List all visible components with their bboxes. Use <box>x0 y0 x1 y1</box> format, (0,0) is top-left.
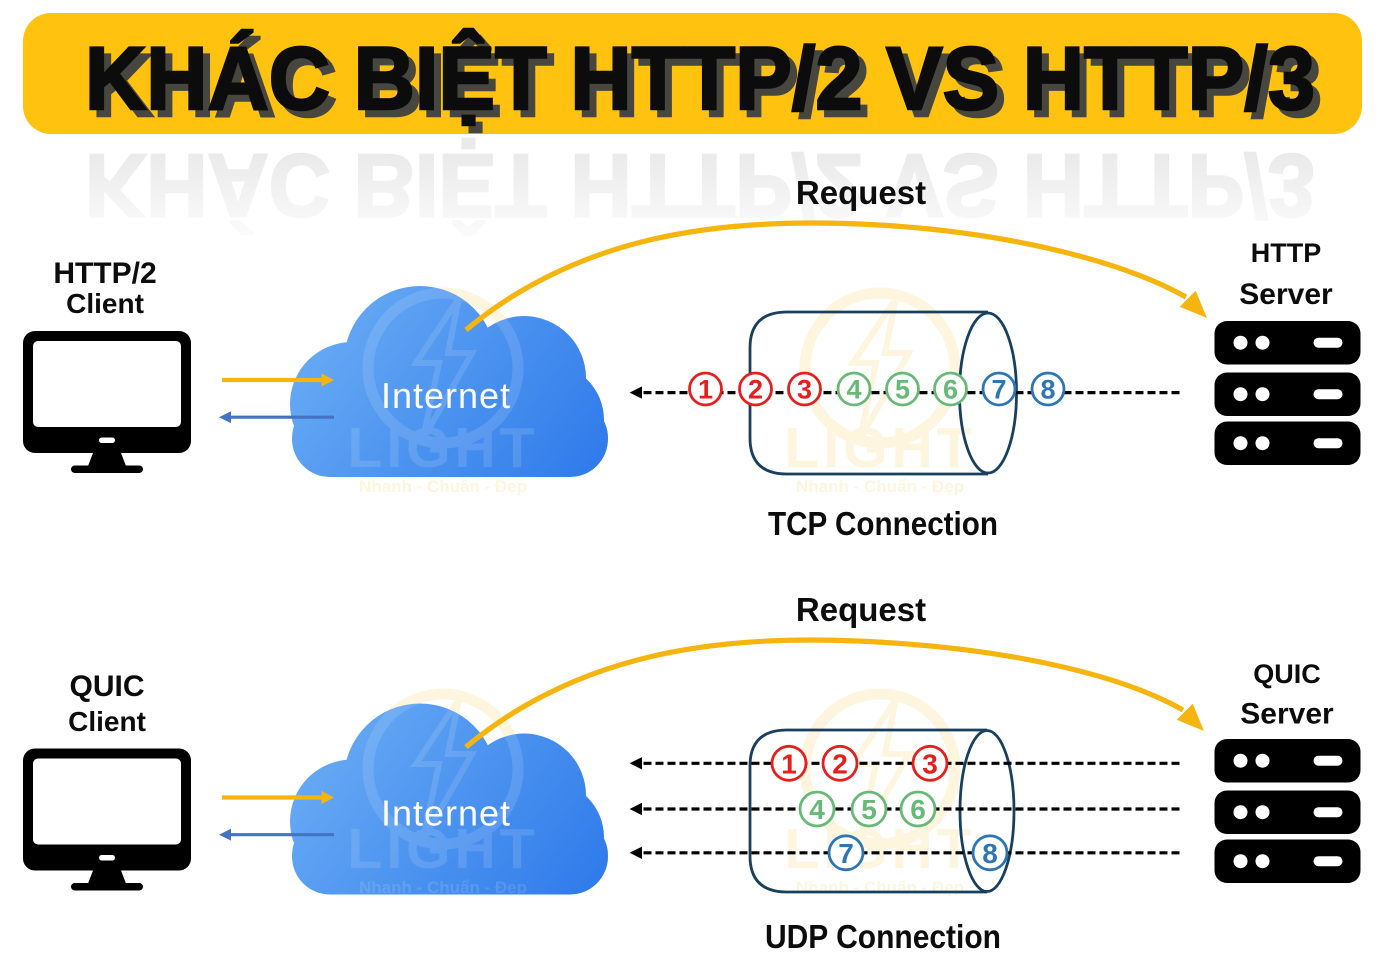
svg-text:5: 5 <box>861 794 877 825</box>
svg-text:4: 4 <box>846 375 861 405</box>
svg-text:6: 6 <box>943 375 958 405</box>
svg-text:1: 1 <box>781 748 797 779</box>
svg-text:Request: Request <box>796 591 926 628</box>
svg-text:8: 8 <box>1040 375 1055 405</box>
svg-text:QUIC: QUIC <box>1253 659 1321 689</box>
svg-text:3: 3 <box>797 375 812 405</box>
svg-text:6: 6 <box>910 794 926 825</box>
svg-text:KHÁC BIỆT HTTP/2 VS HTTP/3: KHÁC BIỆT HTTP/2 VS HTTP/3 <box>85 136 1315 236</box>
svg-text:QUIC: QUIC <box>70 670 145 703</box>
svg-text:TCP Connection: TCP Connection <box>768 505 998 542</box>
svg-text:3: 3 <box>922 748 938 779</box>
svg-text:Request: Request <box>796 174 926 211</box>
svg-text:KHÁC BIỆT HTTP/2 VS HTTP/3: KHÁC BIỆT HTTP/2 VS HTTP/3 <box>92 35 1322 135</box>
svg-text:KHÁC BIỆT HTTP/2 VS HTTP/3: KHÁC BIỆT HTTP/2 VS HTTP/3 <box>85 28 1315 128</box>
svg-text:4: 4 <box>809 794 825 825</box>
svg-text:HTTP: HTTP <box>1251 238 1322 268</box>
svg-text:1: 1 <box>698 375 713 405</box>
svg-text:Server: Server <box>1239 278 1333 311</box>
svg-text:Client: Client <box>68 706 146 737</box>
svg-text:7: 7 <box>991 375 1006 405</box>
svg-text:HTTP/2: HTTP/2 <box>53 257 156 290</box>
svg-text:7: 7 <box>838 838 854 869</box>
svg-text:Client: Client <box>66 288 144 319</box>
svg-text:UDP Connection: UDP Connection <box>765 918 1001 955</box>
svg-text:2: 2 <box>748 375 763 405</box>
svg-text:Internet: Internet <box>381 793 511 834</box>
svg-text:Internet: Internet <box>381 375 511 416</box>
svg-text:2: 2 <box>832 748 848 779</box>
svg-text:5: 5 <box>895 375 910 405</box>
svg-text:8: 8 <box>982 838 998 869</box>
svg-text:Server: Server <box>1240 698 1334 731</box>
